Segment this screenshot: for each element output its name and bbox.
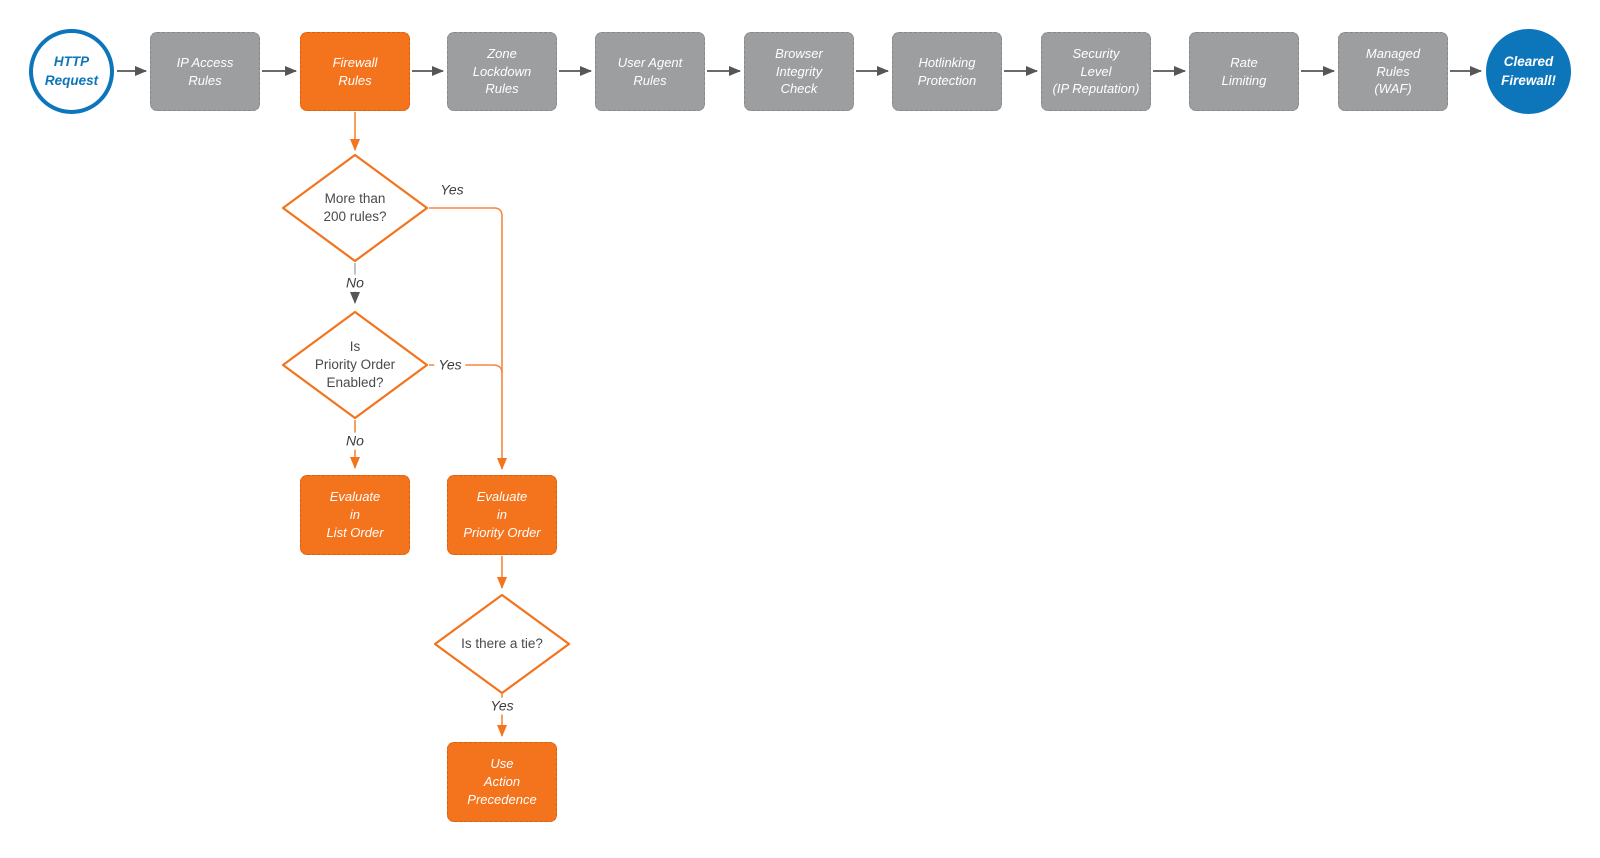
node-browser-integrity-check: Browser Integrity Check (744, 32, 854, 111)
edge-label-yes-more-than-200: Yes (440, 181, 464, 198)
node-rate-limiting: Rate Limiting (1189, 32, 1299, 111)
connector-yes-decision-200-to-evaluate-priority (429, 207, 507, 470)
node-firewall-rules: Firewall Rules (300, 32, 410, 111)
node-zone-lockdown-rules: Zone Lockdown Rules (447, 32, 557, 111)
decision-more-than-200-label: More than 200 rules? (323, 191, 387, 225)
decision-priority-enabled-label: Is Priority Order Enabled? (314, 339, 396, 391)
node-ip-access-rules: IP Access Rules (150, 32, 260, 111)
node-http-request: HTTP Request (29, 29, 114, 114)
edge-label-yes-priority-enabled: Yes (434, 356, 466, 374)
node-use-action-precedence: Use Action Precedence (447, 742, 557, 822)
edge-label-no-more-than-200: No (342, 274, 368, 292)
node-hotlinking-protection: Hotlinking Protection (892, 32, 1002, 111)
edge-label-no-priority-enabled: No (342, 432, 368, 450)
decision-tie-shape (433, 593, 571, 695)
node-managed-rules-waf: Managed Rules (WAF) (1338, 32, 1448, 111)
connector-yes-priority-enabled-merge (429, 364, 503, 374)
decision-priority-enabled-shape (281, 310, 429, 420)
node-user-agent-rules: User Agent Rules (595, 32, 705, 111)
node-evaluate-in-priority-order: Evaluate in Priority Order (447, 475, 557, 555)
node-evaluate-in-list-order: Evaluate in List Order (300, 475, 410, 555)
edge-label-yes-tie: Yes (486, 697, 518, 715)
decision-more-than-200-shape (281, 153, 429, 263)
node-cleared-firewall: Cleared Firewall! (1486, 29, 1571, 114)
decision-tie-label: Is there a tie? (461, 636, 543, 651)
node-security-level-ip-reputation: Security Level (IP Reputation) (1041, 32, 1151, 111)
